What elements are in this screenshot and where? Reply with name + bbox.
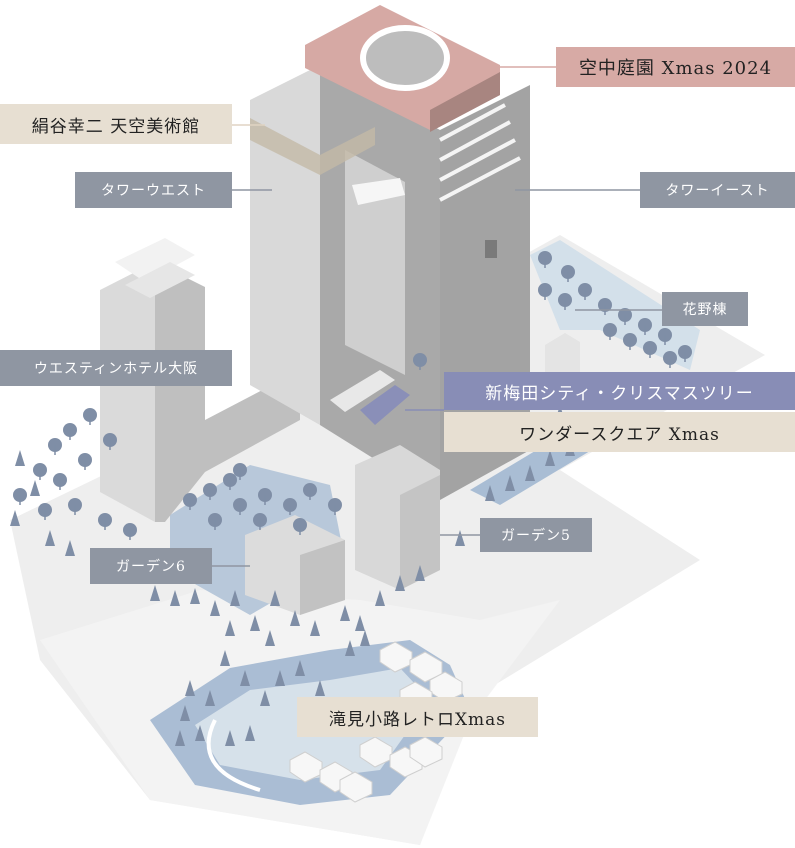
conifer-icon bbox=[275, 670, 285, 686]
conifer-icon bbox=[45, 530, 55, 546]
conifer-icon bbox=[265, 630, 275, 646]
label-sky-garden[interactable]: 空中庭園 Xmas 2024 bbox=[556, 47, 795, 87]
westin-right-face bbox=[155, 262, 300, 522]
museum-band bbox=[250, 118, 375, 175]
westin-left-face bbox=[100, 262, 155, 522]
conifer-icon bbox=[220, 650, 230, 666]
conifer-icon bbox=[170, 590, 180, 606]
label-garden5[interactable]: ガーデン5 bbox=[480, 518, 592, 552]
conifer-icon bbox=[150, 585, 160, 601]
conifer-icon bbox=[525, 465, 535, 481]
westin-top bbox=[115, 238, 195, 282]
conifer-icon bbox=[210, 600, 220, 616]
conifer-icon bbox=[195, 725, 205, 741]
conifer-icon bbox=[250, 615, 260, 631]
bridge bbox=[352, 178, 405, 205]
leader-lines bbox=[212, 66, 662, 567]
takimi-houses bbox=[289, 641, 463, 803]
conifer-icon bbox=[225, 620, 235, 636]
conifer-icon bbox=[395, 575, 405, 591]
label-garden6[interactable]: ガーデン6 bbox=[90, 548, 212, 584]
conifer-icon bbox=[205, 690, 215, 706]
conifer-icon bbox=[295, 660, 305, 676]
label-westin[interactable]: ウエスティンホテル大阪 bbox=[0, 350, 232, 386]
tower-east-window bbox=[485, 240, 497, 258]
conifer-icon bbox=[455, 530, 465, 546]
house-icon bbox=[339, 771, 373, 803]
conifer-icon bbox=[185, 680, 195, 696]
conifer-icon bbox=[225, 730, 235, 746]
conifer-icon bbox=[345, 640, 355, 656]
wonder-square-steps bbox=[330, 370, 395, 412]
tower-west-left-face bbox=[250, 65, 320, 425]
xmas-tree-stripes bbox=[360, 385, 410, 425]
conifer-icon bbox=[485, 485, 495, 501]
label-wonder-square[interactable]: ワンダースクエア Xmas bbox=[444, 412, 795, 452]
garden6-building-side bbox=[300, 540, 345, 615]
conifer-icon bbox=[230, 590, 240, 606]
conifer-icon bbox=[290, 610, 300, 626]
conifer-icon bbox=[360, 630, 370, 646]
conifer-icon bbox=[260, 690, 270, 706]
label-museum[interactable]: 絹谷幸二 天空美術館 bbox=[0, 104, 232, 144]
garden5-building-side bbox=[400, 475, 440, 590]
label-tower-east[interactable]: タワーイースト bbox=[640, 172, 795, 208]
label-takimi[interactable]: 滝見小路レトロXmas bbox=[297, 697, 538, 737]
trees bbox=[10, 251, 692, 746]
conifer-icon bbox=[355, 615, 365, 631]
conifer-icon bbox=[15, 450, 25, 466]
conifer-icon bbox=[190, 588, 200, 604]
takimi-path bbox=[206, 719, 261, 792]
conifer-icon bbox=[65, 540, 75, 556]
conifer-icon bbox=[270, 590, 280, 606]
label-xmas-tree[interactable]: 新梅田シティ・クリスマスツリー bbox=[444, 372, 795, 410]
conifer-icon bbox=[175, 730, 185, 746]
tower-east-steps bbox=[439, 103, 521, 202]
conifer-icon bbox=[375, 590, 385, 606]
conifer-icon bbox=[340, 605, 350, 621]
conifer-icon bbox=[180, 705, 190, 721]
conifer-icon bbox=[505, 475, 515, 491]
conifer-icon bbox=[545, 450, 555, 466]
house-icon bbox=[409, 736, 443, 768]
conifer-icon bbox=[315, 680, 325, 696]
conifer-icon bbox=[30, 480, 40, 496]
label-hanano[interactable]: 花野棟 bbox=[662, 292, 748, 326]
tower-opening bbox=[345, 150, 405, 375]
conifer-icon bbox=[415, 565, 425, 581]
westin-top2 bbox=[125, 262, 195, 298]
sky-garden-roof-side bbox=[430, 72, 500, 132]
hanano-building bbox=[545, 333, 580, 382]
conifer-icon bbox=[245, 725, 255, 741]
conifer-icon bbox=[310, 620, 320, 636]
conifer-icon bbox=[10, 510, 20, 526]
observatory-ring bbox=[360, 25, 450, 91]
conifer-icon bbox=[240, 670, 250, 686]
label-tower-west[interactable]: タワーウエスト bbox=[75, 172, 232, 208]
